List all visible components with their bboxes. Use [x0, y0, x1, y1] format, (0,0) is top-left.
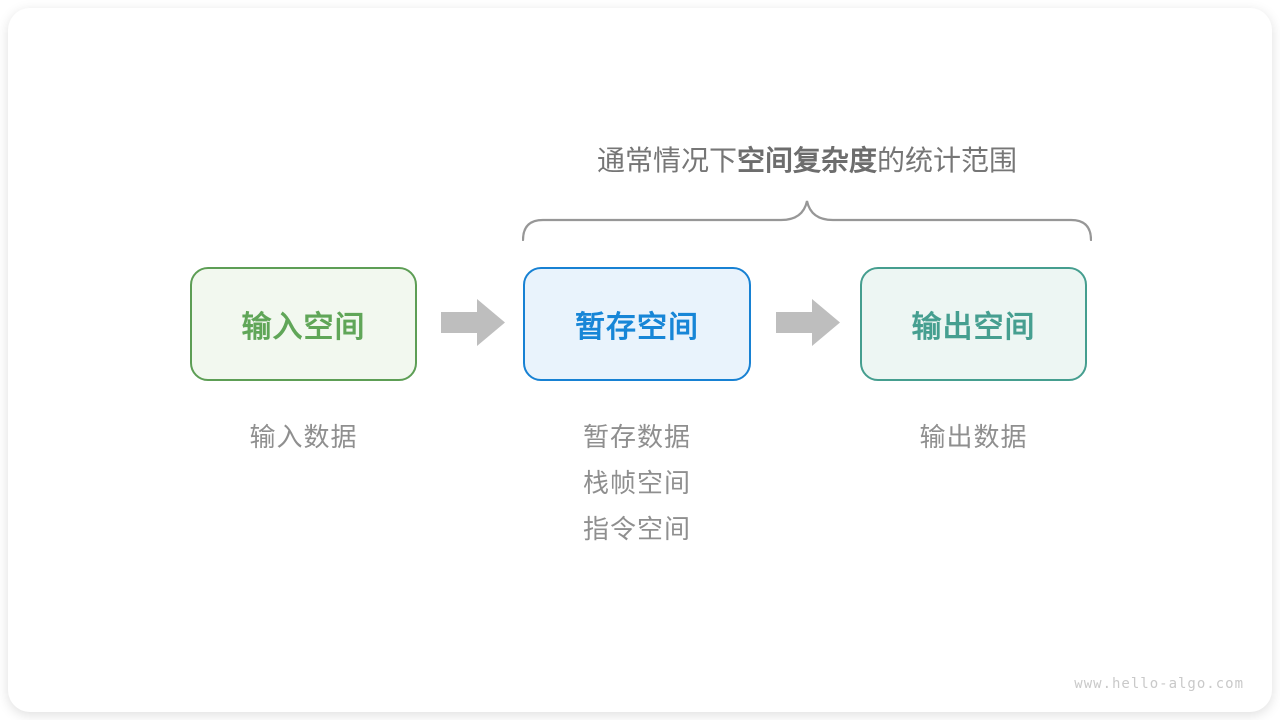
caption-output-data: 输出数据 — [919, 422, 1028, 452]
top-curly-brace-icon — [522, 200, 1092, 241]
figure-title: 通常情况下空间复杂度的统计范围 — [522, 144, 1092, 178]
arrow-right-icon — [776, 299, 840, 346]
arrow-right-icon — [441, 299, 505, 346]
title-bold-term: 空间复杂度 — [736, 145, 877, 176]
caption-stack-frame-space: 栈帧空间 — [582, 468, 691, 498]
node-output-space: 输出空间 — [860, 267, 1087, 381]
node-temp-space-label: 暂存空间 — [575, 311, 699, 344]
caption-temp-data: 暂存数据 — [582, 422, 691, 452]
caption-temp-stack: 暂存数据 栈帧空间 指令空间 — [523, 424, 751, 542]
node-input-space: 输入空间 — [190, 267, 417, 381]
node-temp-space: 暂存空间 — [523, 267, 751, 381]
caption-instruction-space: 指令空间 — [582, 514, 691, 544]
title-suffix: 的统计范围 — [877, 145, 1018, 176]
caption-input-data: 输入数据 — [249, 422, 358, 452]
node-output-space-label: 输出空间 — [911, 311, 1036, 344]
node-input-space-label: 输入空间 — [241, 311, 366, 344]
title-prefix: 通常情况下 — [596, 145, 737, 176]
watermark: www.hello-algo.com — [1074, 676, 1244, 692]
